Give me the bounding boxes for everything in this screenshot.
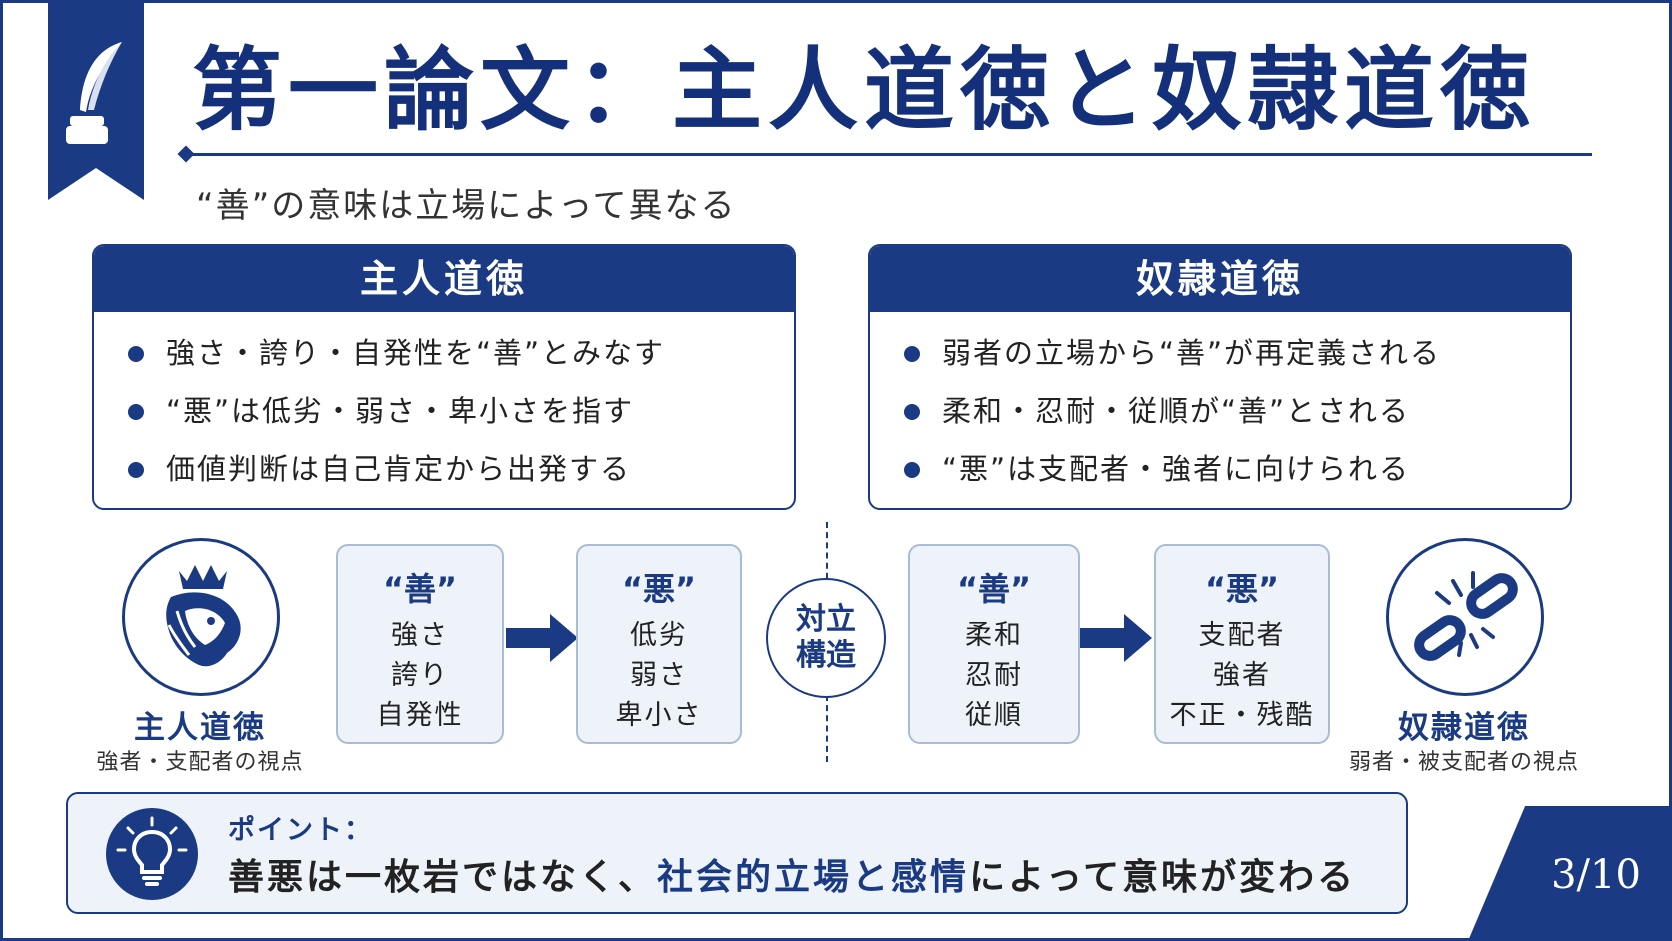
page-title: 第一論文：主人道徳と奴隷道徳 [192,37,1536,143]
master-bad-box: “悪” 低劣 弱さ 卑小さ [576,544,742,744]
master-role-label: 主人道徳 [134,710,266,746]
master-role-sub: 強者・支配者の視点 [96,750,304,775]
slave-morality-panel: 奴隷道徳 弱者の立場から“善”が再定義される 柔和・忍耐・従順が“善”とされる … [868,244,1572,510]
slave-panel-heading: 奴隷道徳 [870,246,1570,312]
list-item: 強さ [391,620,449,651]
master-good-list: 強さ 誇り 自発性 [338,616,502,736]
point-callout: ポイント： 善悪は一枚岩ではなく、社会的立場と感情によって意味が変わる [66,792,1408,914]
slave-panel-list: 弱者の立場から“善”が再定義される 柔和・忍耐・従順が“善”とされる “悪”は支… [870,324,1570,498]
slave-role-label: 奴隷道徳 [1398,710,1530,746]
conflict-line-1: 対立 [796,602,856,637]
list-item: 柔和 [965,620,1023,651]
list-item: 価値判断は自己肯定から出発する [128,440,794,498]
arrow-right-icon [1080,614,1152,662]
quill-ink-icon [66,42,122,144]
arrow-right-icon [506,614,578,662]
list-item: 弱さ [630,660,688,691]
list-item: 自発性 [376,700,464,731]
slave-good-box: “善” 柔和 忍耐 従順 [908,544,1080,744]
list-item: 強者 [1213,660,1271,691]
point-text-part: 善悪は一枚岩ではなく、 [228,857,658,898]
slave-good-heading: “善” [956,570,1032,608]
lightbulb-icon [106,808,198,900]
list-item: 卑小さ [615,700,703,731]
master-good-box: “善” 強さ 誇り 自発性 [336,544,504,744]
broken-chain-icon [1386,538,1544,696]
conflict-structure-badge: 対立 構造 [766,578,886,698]
slave-bad-list: 支配者 強者 不正・残酷 [1156,616,1328,736]
point-label: ポイント： [228,815,373,846]
list-item: 柔和・忍耐・従順が“善”とされる [904,382,1570,440]
list-item: “悪”は支配者・強者に向けられる [904,440,1570,498]
point-highlight: 感情 [891,857,970,898]
list-item: 不正・残酷 [1169,700,1315,731]
list-item: 強さ・誇り・自発性を“善”とみなす [128,324,794,382]
list-item: 誇り [391,660,449,691]
list-item: 支配者 [1198,620,1286,651]
list-item: 従順 [965,700,1023,731]
master-bad-list: 低劣 弱さ 卑小さ [578,616,740,736]
master-bad-heading: “悪” [621,570,697,608]
point-text-part: と [852,857,892,898]
bookmark-ribbon [48,0,144,200]
slave-bad-heading: “悪” [1204,570,1280,608]
master-panel-list: 強さ・誇り・自発性を“善”とみなす “悪”は低劣・弱さ・卑小さを指す 価値判断は… [94,324,794,498]
point-text-part: によって意味が変わる [969,857,1357,898]
page-number: 3/10 [1551,852,1641,898]
list-item: 弱者の立場から“善”が再定義される [904,324,1570,382]
slave-good-list: 柔和 忍耐 従順 [910,616,1078,736]
slave-bad-box: “悪” 支配者 強者 不正・残酷 [1154,544,1330,744]
master-morality-panel: 主人道徳 強さ・誇り・自発性を“善”とみなす “悪”は低劣・弱さ・卑小さを指す … [92,244,796,510]
list-item: 忍耐 [965,660,1023,691]
master-panel-heading: 主人道徳 [94,246,794,312]
page-subtitle: “善”の意味は立場によって異なる [196,186,737,226]
point-highlight: 社会的立場 [657,857,853,898]
slave-role-sub: 弱者・被支配者の視点 [1348,750,1579,775]
point-text: 善悪は一枚岩ではなく、社会的立場と感情によって意味が変わる [228,848,1356,900]
conflict-line-2: 構造 [796,638,856,673]
title-rule [186,153,1592,156]
lion-crown-icon [122,538,280,696]
list-item: 低劣 [630,620,688,651]
master-good-heading: “善” [382,570,458,608]
list-item: “悪”は低劣・弱さ・卑小さを指す [128,382,794,440]
